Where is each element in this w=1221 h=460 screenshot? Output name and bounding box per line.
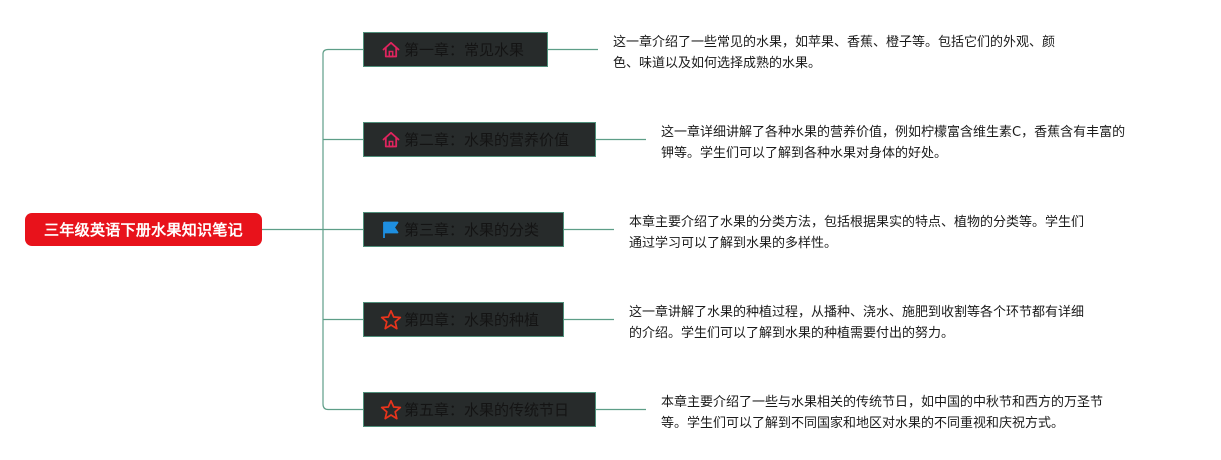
chapter-description-5: 本章主要介绍了一些与水果相关的传统节日，如中国的中秋节和西方的万圣节 等。学生们… [661,392,1103,434]
root-node[interactable]: 三年级英语下册水果知识笔记 [25,213,262,246]
chapter-description-4: 这一章讲解了水果的种植过程，从播种、浇水、施肥到收割等各个环节都有详细 的介绍。… [629,302,1084,344]
description-line: 这一章讲解了水果的种植过程，从播种、浇水、施肥到收割等各个环节都有详细 [629,305,1085,320]
star-icon [380,399,402,421]
description-line: 本章主要介绍了一些与水果相关的传统节日，如中国的中秋节和西方的万圣节 [661,395,1104,410]
chapter-label: 第四章：水果的种植 [404,311,540,329]
description-line: 通过学习可以了解到水果的多样性。 [629,236,838,251]
chapter-node-2[interactable]: 第二章：水果的营养价值 [363,122,596,157]
home-icon [380,129,402,151]
star-icon [380,309,402,331]
root-label: 三年级英语下册水果知识笔记 [44,221,243,239]
description-line: 色、味道以及如何选择成熟的水果。 [613,56,822,71]
description-line: 这一章详细讲解了各种水果的营养价值，例如柠檬富含维生素C，香蕉含有丰富的 [661,125,1126,140]
description-line: 钾等。学生们可以了解到各种水果对身体的好处。 [661,146,948,161]
chapter-description-1: 这一章介绍了一些常见的水果，如苹果、香蕉、橙子等。包括它们的外观、颜 色、味道以… [613,32,1055,74]
chapter-node-5[interactable]: 第五章：水果的传统节日 [363,392,596,427]
chapter-label: 第一章：常见水果 [404,41,525,59]
chapter-label: 第三章：水果的分类 [404,221,540,239]
chapter-label: 第二章：水果的营养价值 [404,131,570,149]
home-icon [380,39,402,61]
description-line: 这一章介绍了一些常见的水果，如苹果、香蕉、橙子等。包括它们的外观、颜 [613,35,1056,50]
chapter-label: 第五章：水果的传统节日 [404,401,570,419]
chapter-description-2: 这一章详细讲解了各种水果的营养价值，例如柠檬富含维生素C，香蕉含有丰富的 钾等。… [661,122,1125,164]
description-line: 本章主要介绍了水果的分类方法，包括根据果实的特点、植物的分类等。学生们 [629,215,1085,230]
chapter-description-3: 本章主要介绍了水果的分类方法，包括根据果实的特点、植物的分类等。学生们 通过学习… [629,212,1084,254]
description-line: 的介绍。学生们可以了解到水果的种植需要付出的努力。 [629,326,955,341]
flag-icon [380,219,402,241]
chapter-node-1[interactable]: 第一章：常见水果 [363,32,548,67]
chapter-node-4[interactable]: 第四章：水果的种植 [363,302,564,337]
description-line: 等。学生们可以了解到不同国家和地区对水果的不同重视和庆祝方式。 [661,416,1065,431]
chapter-node-3[interactable]: 第三章：水果的分类 [363,212,564,247]
